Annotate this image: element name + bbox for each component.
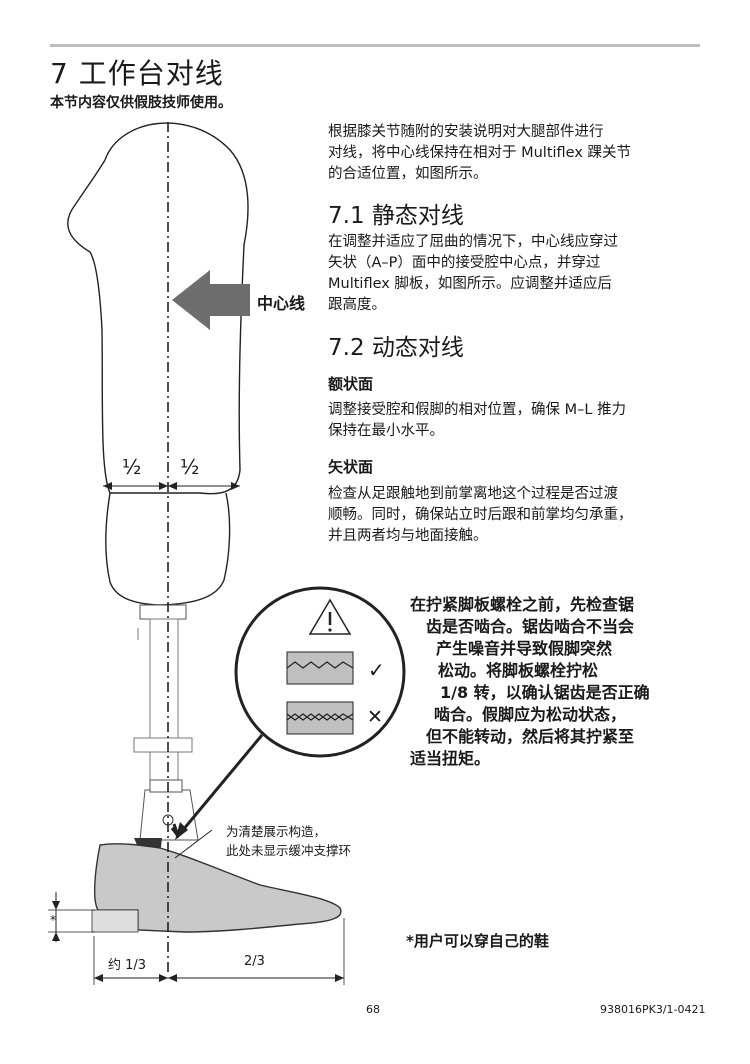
- alignment-paragraph: 根据膝关节随附的安装说明对大腿部件进行 对线，将中心线保持在相对于 Multif…: [328, 124, 632, 182]
- note-pointer: [174, 829, 213, 859]
- section-title: 7 工作台对线: [50, 57, 224, 90]
- tube-clamp: [133, 737, 193, 753]
- dynamic-alignment-heading: 7.2 动态对线: [328, 335, 464, 361]
- dimension-left-label: 约 1/3: [108, 958, 147, 973]
- shoe-note: *用户可以穿自己的鞋: [406, 932, 549, 950]
- pylon-tube: [149, 618, 179, 740]
- length-arrow-left: [94, 974, 103, 982]
- shoe-heel: [91, 909, 139, 933]
- top-rule: [50, 44, 700, 47]
- centerline-arrow: [172, 270, 250, 330]
- structure-note: 为清楚展示构造， 此处未显示缓冲支撑环: [226, 824, 352, 858]
- document-id: 938016PK3/1-0421: [600, 1003, 706, 1016]
- page-number: 68: [366, 1003, 380, 1016]
- static-alignment-heading: 7.1 静态对线: [328, 203, 464, 229]
- length-arrow-mid-right: [168, 974, 177, 982]
- serration-incorrect-teeth-b: [286, 713, 354, 721]
- serration-correct-icon: [286, 651, 354, 685]
- serration-correct-teeth: [286, 661, 354, 669]
- frontal-plane-paragraph: 调整接受腔和假脚的相对位置，确保 M–L 推力 保持在最小水平。: [328, 402, 627, 439]
- pyramid-adapter: [139, 604, 187, 620]
- check-mark-icon: ✓: [368, 658, 385, 682]
- asterisk-marker: *: [50, 913, 56, 927]
- sagittal-plane-heading: 矢状面: [328, 458, 374, 476]
- serration-warning-text: 在拧紧脚板螺栓之前，先检查锯 齿是否啮合。锯齿啮合不当会 产生噪音并导致假脚突然…: [410, 595, 650, 768]
- half-arrow-center-right: [168, 482, 177, 490]
- static-alignment-paragraph: 在调整并适应了屈曲的情况下，中心线应穿过 矢状（A–P）面中的接受腔中心点，并穿…: [328, 234, 618, 313]
- half-label-left: ½: [122, 455, 142, 479]
- half-arrow-center-left: [159, 482, 168, 490]
- half-arrow-left: [103, 482, 112, 490]
- serration-incorrect-teeth-a: [286, 713, 354, 721]
- length-arrow-mid-left: [159, 974, 168, 982]
- tube-lower: [149, 751, 179, 781]
- half-arrow-right: [231, 482, 240, 490]
- sagittal-plane-paragraph: 检查从足跟触地到前掌离地这个过程是否过渡 顺畅。同时，确保站立时后跟和前掌均匀承…: [328, 486, 633, 544]
- detail-leader-arrow: [175, 822, 188, 840]
- socket-outline: [67, 122, 249, 495]
- height-arrow-top: [52, 901, 60, 910]
- frontal-plane-heading: 额状面: [328, 375, 374, 393]
- cross-mark-icon: ✕: [367, 706, 383, 728]
- centerline-label: 中心线: [257, 294, 306, 313]
- half-label-right: ½: [180, 455, 200, 479]
- warning-exclamation-dot: [328, 628, 332, 632]
- dimension-right-label: 2/3: [244, 954, 265, 969]
- height-arrow-bottom: [52, 932, 60, 941]
- length-arrow-right: [335, 974, 344, 982]
- ankle-adapter: [149, 779, 183, 793]
- section-intro: 本节内容仅供假肢技师使用。: [50, 95, 232, 111]
